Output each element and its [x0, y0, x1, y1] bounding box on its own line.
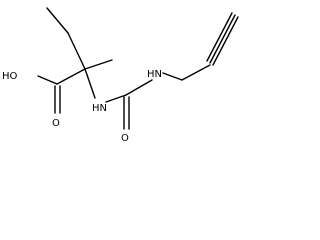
- amide-nh-right-label: HN: [147, 69, 162, 80]
- alkyne-triple-bond-line-3: [206, 12, 233, 62]
- quaternary-carbon-to-carboxyl-bond: [56, 68, 86, 85]
- nh-to-urea-carbon-bond: [105, 94, 127, 103]
- alkyne-triple-bond-line-2: [212, 16, 239, 66]
- methylene-to-alkyne-bond: [181, 64, 211, 81]
- urea-group: HN O HN: [92, 69, 162, 144]
- carboxyl-c-oh-bond: [37, 75, 58, 85]
- ethyl-group: [46, 7, 86, 70]
- propargyl-group: [162, 12, 239, 81]
- urea-carbon-to-nh-right-bond: [125, 79, 153, 96]
- methyl-bond: [84, 59, 113, 70]
- carboxylic-acid-group: HO O: [2, 71, 61, 129]
- ethyl-chain-bond: [67, 32, 86, 70]
- urea-carbonyl-oxygen-label: O: [121, 133, 129, 144]
- alkyne-triple-bond-line-1: [209, 14, 236, 64]
- ethyl-terminal-bond: [46, 7, 69, 34]
- hydroxyl-label: HO: [2, 71, 18, 82]
- quaternary-carbon-to-nitrogen-bond: [84, 68, 96, 99]
- chemical-structure-diagram: HO O HN O HN: [2, 7, 239, 144]
- acid-carbonyl-oxygen-label: O: [52, 118, 60, 129]
- nh-to-methylene-bond: [162, 72, 183, 81]
- amide-nh-left-label: HN: [92, 103, 107, 114]
